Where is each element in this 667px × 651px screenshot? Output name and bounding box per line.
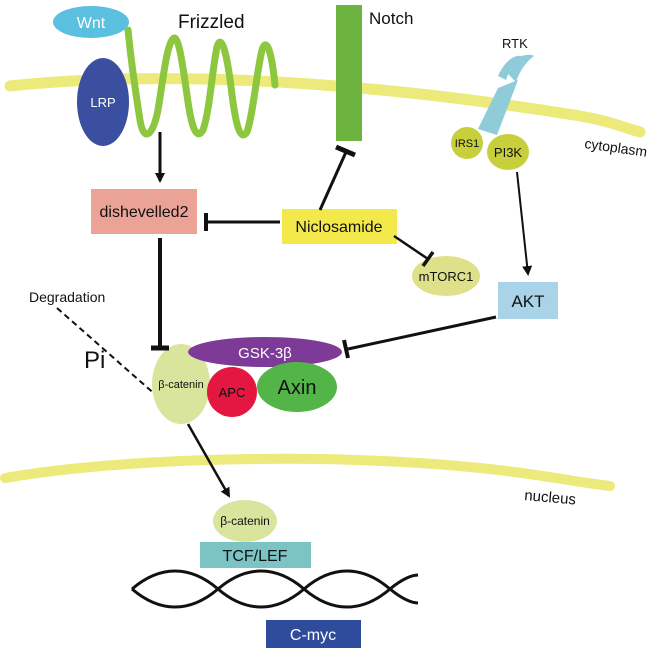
inhibit-dishevelled-to-complex [151,238,169,351]
pi-label: Pi [84,347,105,374]
pi3k-label: PI3K [494,145,523,160]
dna-double-helix-icon [131,569,419,609]
frizzled-label: Frizzled [178,12,245,33]
cmyc-label: C-myc [290,627,336,644]
inhibit-niclosamide-to-notch [318,144,356,211]
beta-catenin-label: β-catenin [158,379,203,391]
axin-label: Axin [278,377,317,399]
nucleus-label: nucleus [524,487,577,508]
degradation-dashed-line [56,307,167,405]
niclosamide-label: Niclosamide [295,219,382,236]
cytoplasm-label: cytoplasm [584,135,649,160]
notch-receptor [336,5,362,141]
beta-catenin-node [152,344,210,424]
axin-node [257,362,337,412]
mtorc1-label: mTORC1 [419,269,474,284]
akt-box [498,282,558,319]
inhibit-niclosamide-to-mtorc1 [393,234,435,268]
dishevelled2-label: dishevelled2 [100,204,189,221]
apc-node [207,367,257,417]
lrp-label: LRP [90,95,115,110]
nuclear-membrane [0,453,615,491]
irs1-label: IRS1 [455,138,479,150]
tcf-lef-label: TCF/LEF [223,548,288,565]
mtorc1-node [412,256,480,296]
inhibit-niclosamide-to-dishevelled [204,213,280,231]
arrow-beta-catenin-to-nucleus [186,423,231,498]
rtk-label: RTK [502,36,528,51]
wnt-label: Wnt [77,15,106,32]
gsk3b-node [188,337,342,367]
arrow-pi3k-to-akt [516,171,533,276]
pi3k-node [487,134,529,170]
tcf-lef-box [200,542,311,568]
akt-label: AKT [511,292,544,311]
wnt-ligand [53,6,129,38]
dishevelled2-box [91,189,197,234]
rtk-receptor [478,54,534,135]
inhibit-akt-to-gsk3b [342,315,497,359]
apc-label: APC [219,385,246,400]
gsk3b-label: GSK-3β [238,345,292,362]
niclosamide-box [282,209,397,244]
degradation-label: Degradation [29,289,105,305]
nuclear-beta-catenin-node [213,500,277,542]
cmyc-box [266,620,361,648]
lrp-receptor [77,58,129,146]
notch-label: Notch [369,9,413,28]
frizzled-receptor [124,26,279,139]
irs1-node [451,127,483,159]
nuclear-beta-catenin-label: β-catenin [220,514,270,528]
